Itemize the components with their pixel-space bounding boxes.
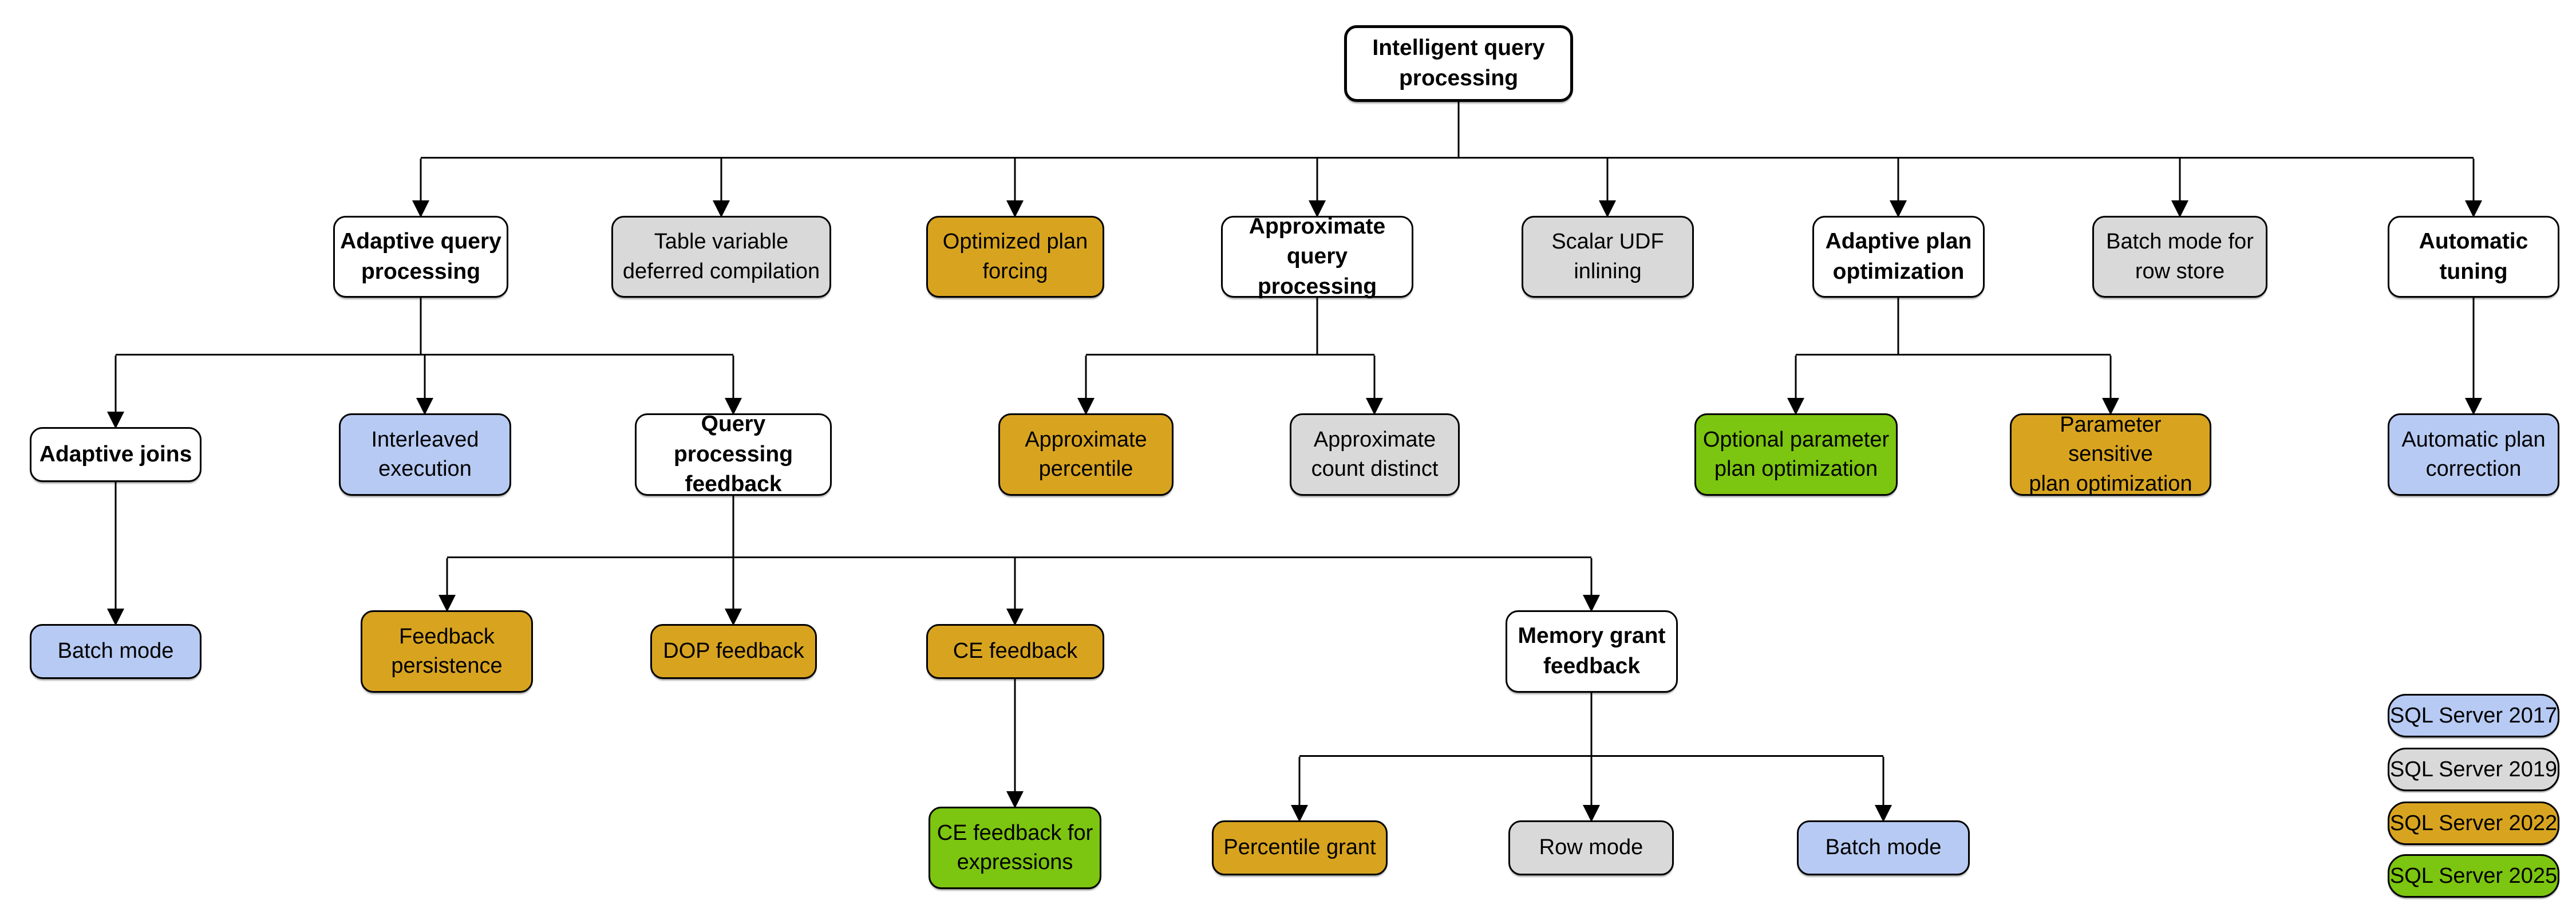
node-optional-parameter-plan-optimization: Optional parameter plan optimization [1694,413,1898,496]
node-percentile-grant: Percentile grant [1212,820,1388,875]
node-approximate-count-distinct: Approximate count distinct [1290,413,1460,496]
node-parameter-sensitive-plan-optimization: Parameter sensitive plan optimization [2010,413,2211,496]
node-adaptive-plan-optimization: Adaptive plan optimization [1812,216,1985,298]
node-batch-mode-adaptive-joins: Batch mode [30,624,202,679]
node-adaptive-joins: Adaptive joins [30,427,202,482]
node-dop-feedback: DOP feedback [650,624,817,679]
node-optimized-plan-forcing: Optimized plan forcing [926,216,1104,298]
node-ce-feedback: CE feedback [926,624,1104,679]
node-adaptive-query-processing: Adaptive query processing [333,216,508,298]
node-automatic-tuning: Automatic tuning [2388,216,2559,298]
node-batch-mode-memory-grant: Batch mode [1797,820,1970,875]
node-approximate-query-processing: Approximate query processing [1221,214,1413,299]
node-feedback-persistence: Feedback persistence [361,610,533,693]
node-memory-grant-feedback: Memory grant feedback [1506,610,1678,693]
node-query-processing-feedback: Query processing feedback [635,412,832,496]
node-approximate-percentile: Approximate percentile [998,413,1174,496]
node-automatic-plan-correction: Automatic plan correction [2388,413,2559,496]
legend-item-sql-server-2017: SQL Server 2017 [2388,694,2559,737]
legend-item-sql-server-2022: SQL Server 2022 [2388,802,2559,845]
node-batch-mode-for-row-store: Batch mode for row store [2092,216,2267,298]
node-row-mode: Row mode [1508,820,1674,875]
node-ce-feedback-for-expressions: CE feedback for expressions [929,807,1101,889]
legend-item-sql-server-2019: SQL Server 2019 [2388,748,2559,791]
node-interleaved-execution: Interleaved execution [339,413,511,496]
node-intelligent-query-processing: Intelligent query processing [1344,25,1573,102]
node-scalar-udf-inlining: Scalar UDF inlining [1522,216,1694,298]
legend-item-sql-server-2025: SQL Server 2025 [2388,854,2559,898]
node-table-variable-deferred-compilation: Table variable deferred compilation [611,216,831,298]
